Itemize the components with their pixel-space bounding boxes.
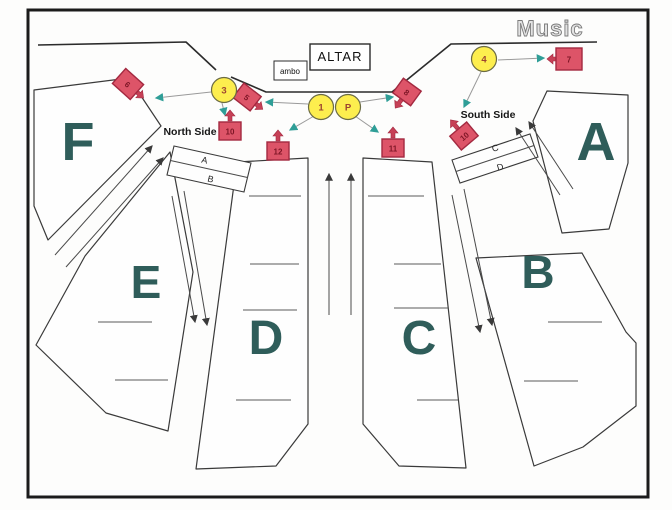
altar-label: ALTAR <box>318 49 363 64</box>
section-a-letter: A <box>577 112 616 172</box>
svg-text:10: 10 <box>226 128 235 137</box>
svg-text:11: 11 <box>389 145 398 154</box>
section-b-letter: B <box>521 246 554 298</box>
pew-lines <box>98 195 602 401</box>
svg-text:6: 6 <box>123 80 133 90</box>
sanctuary-wall <box>230 41 598 93</box>
minister-circle-1: 1 <box>307 93 335 121</box>
svg-text:3: 3 <box>221 86 226 97</box>
south-front-rows: C D <box>451 133 539 184</box>
north-side-label: North Side <box>163 126 216 138</box>
svg-text:5: 5 <box>242 93 251 103</box>
station-square-10-south: 10 <box>448 119 480 151</box>
minister-circle-3: 3 <box>210 76 238 104</box>
svg-text:1: 1 <box>318 103 324 114</box>
svg-text:7: 7 <box>567 56 572 65</box>
row-d-label: D <box>496 161 505 173</box>
minister-flow-arrows <box>154 54 546 133</box>
station-square-8: 8 <box>391 77 423 109</box>
section-e-letter: E <box>131 256 162 308</box>
north-front-rows: A B <box>166 145 252 193</box>
row-b-label: B <box>207 174 215 185</box>
svg-text:8: 8 <box>402 88 411 98</box>
station-square-6: 6 <box>111 67 145 101</box>
south-side-label: South Side <box>461 109 516 121</box>
minister-circle-4: 4 <box>470 45 498 73</box>
station-square-12: 12 <box>266 129 290 161</box>
section-f-letter: F <box>62 112 95 172</box>
section-d-letter: D <box>249 312 284 365</box>
station-square-5: 5 <box>231 82 264 112</box>
diagram-border <box>26 8 650 499</box>
music-area-label: Music <box>516 16 583 41</box>
altar-box: ALTAR <box>309 43 371 71</box>
section-b-outline <box>475 252 637 467</box>
station-square-10-north: 10 <box>218 109 242 141</box>
section-f-outline <box>33 77 162 241</box>
ambo-label: ambo <box>280 67 301 76</box>
row-c-label: C <box>491 142 500 154</box>
north-wall <box>37 41 217 71</box>
station-square-7: 7 <box>546 47 583 71</box>
station-square-11: 11 <box>381 126 405 158</box>
svg-text:P: P <box>345 103 352 114</box>
minister-circle-p: P <box>334 93 362 121</box>
ambo-box: ambo <box>273 60 308 81</box>
section-d-outline <box>195 157 309 470</box>
section-c-outline <box>362 157 467 469</box>
svg-text:4: 4 <box>481 55 487 66</box>
svg-text:12: 12 <box>274 148 283 157</box>
row-a-label: A <box>201 155 209 166</box>
section-e-outline <box>35 151 194 432</box>
section-c-letter: C <box>402 312 437 365</box>
aisle-arrows <box>54 120 574 334</box>
